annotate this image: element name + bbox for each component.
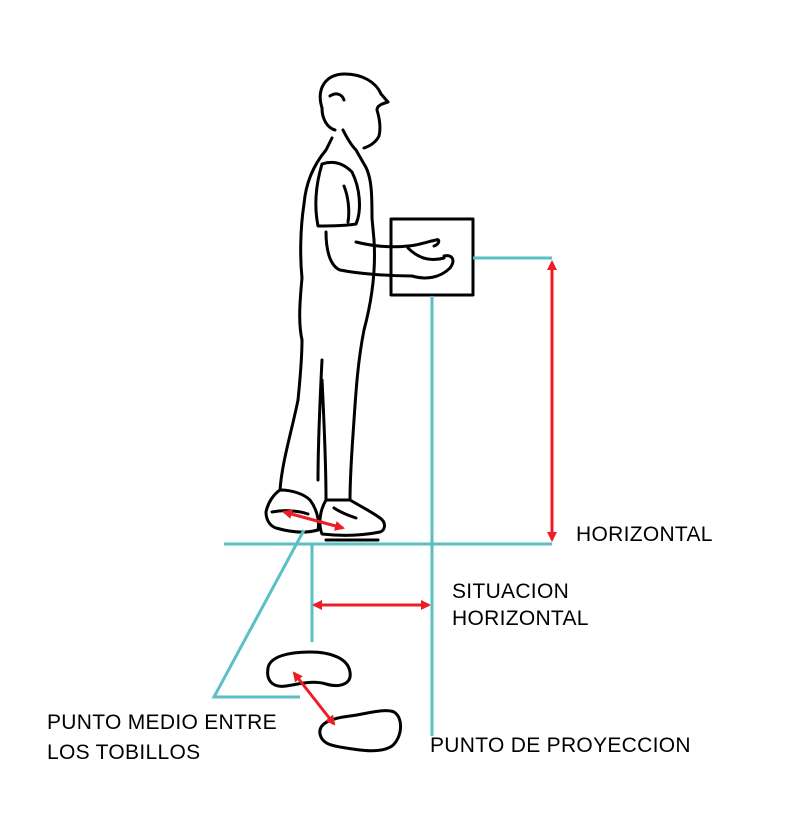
footprint-right (318, 709, 402, 753)
horizontal-label: HORIZONTAL (576, 523, 713, 546)
midpoint-leader-line (211, 529, 306, 699)
footprint-arrow (292, 671, 336, 726)
situacion-label-line2: HORIZONTAL (452, 607, 589, 630)
punto-medio-label-line1: PUNTO MEDIO ENTRE (47, 711, 277, 734)
punto-proyeccion-label: PUNTO DE PROYECCION (430, 734, 691, 757)
footprint-left (266, 650, 352, 688)
punto-medio-label-line2: LOS TOBILLOS (47, 741, 201, 764)
guide-lines (211, 256, 552, 736)
footprints (266, 650, 402, 753)
ankle-arrow (282, 509, 345, 531)
measurement-arrows (282, 260, 557, 726)
person-figure (264, 72, 475, 542)
situacion-label-line1: SITUACION (452, 580, 570, 603)
